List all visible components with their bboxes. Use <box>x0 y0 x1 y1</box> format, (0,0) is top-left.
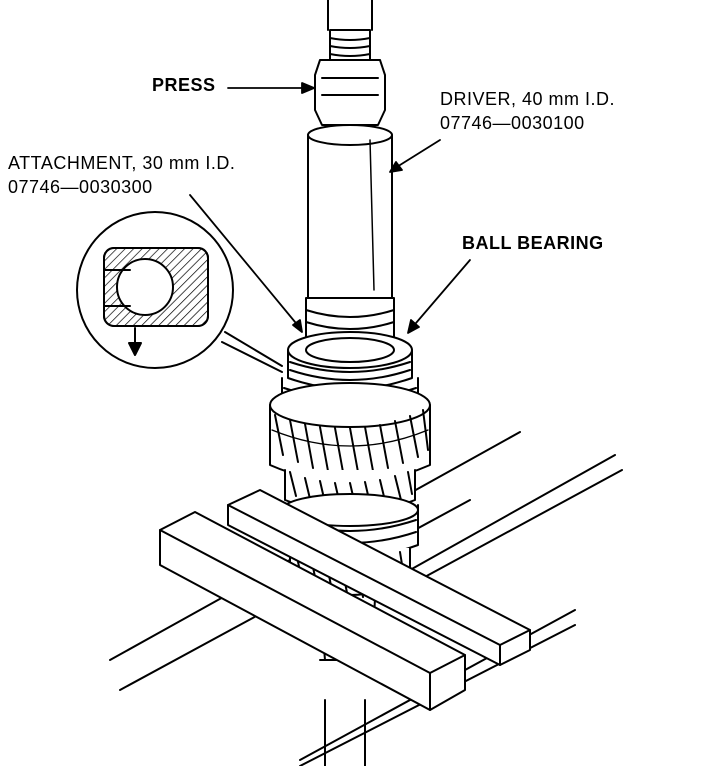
press-ram <box>314 0 386 126</box>
driver-label-part-number: 07746—0030100 <box>440 113 585 133</box>
ball-bearing-label: BALL BEARING <box>462 233 604 253</box>
leader-lines <box>189 82 471 334</box>
press-label: PRESS <box>152 75 216 95</box>
driver-tool <box>305 124 395 354</box>
support-blocks <box>159 489 531 711</box>
driver-label-name: DRIVER, 40 mm I.D. <box>440 89 616 109</box>
bearing-detail-callout <box>76 211 283 373</box>
attachment-label-name: ATTACHMENT, 30 mm I.D. <box>8 153 236 173</box>
attachment-label-part-number: 07746—0030300 <box>8 177 153 197</box>
